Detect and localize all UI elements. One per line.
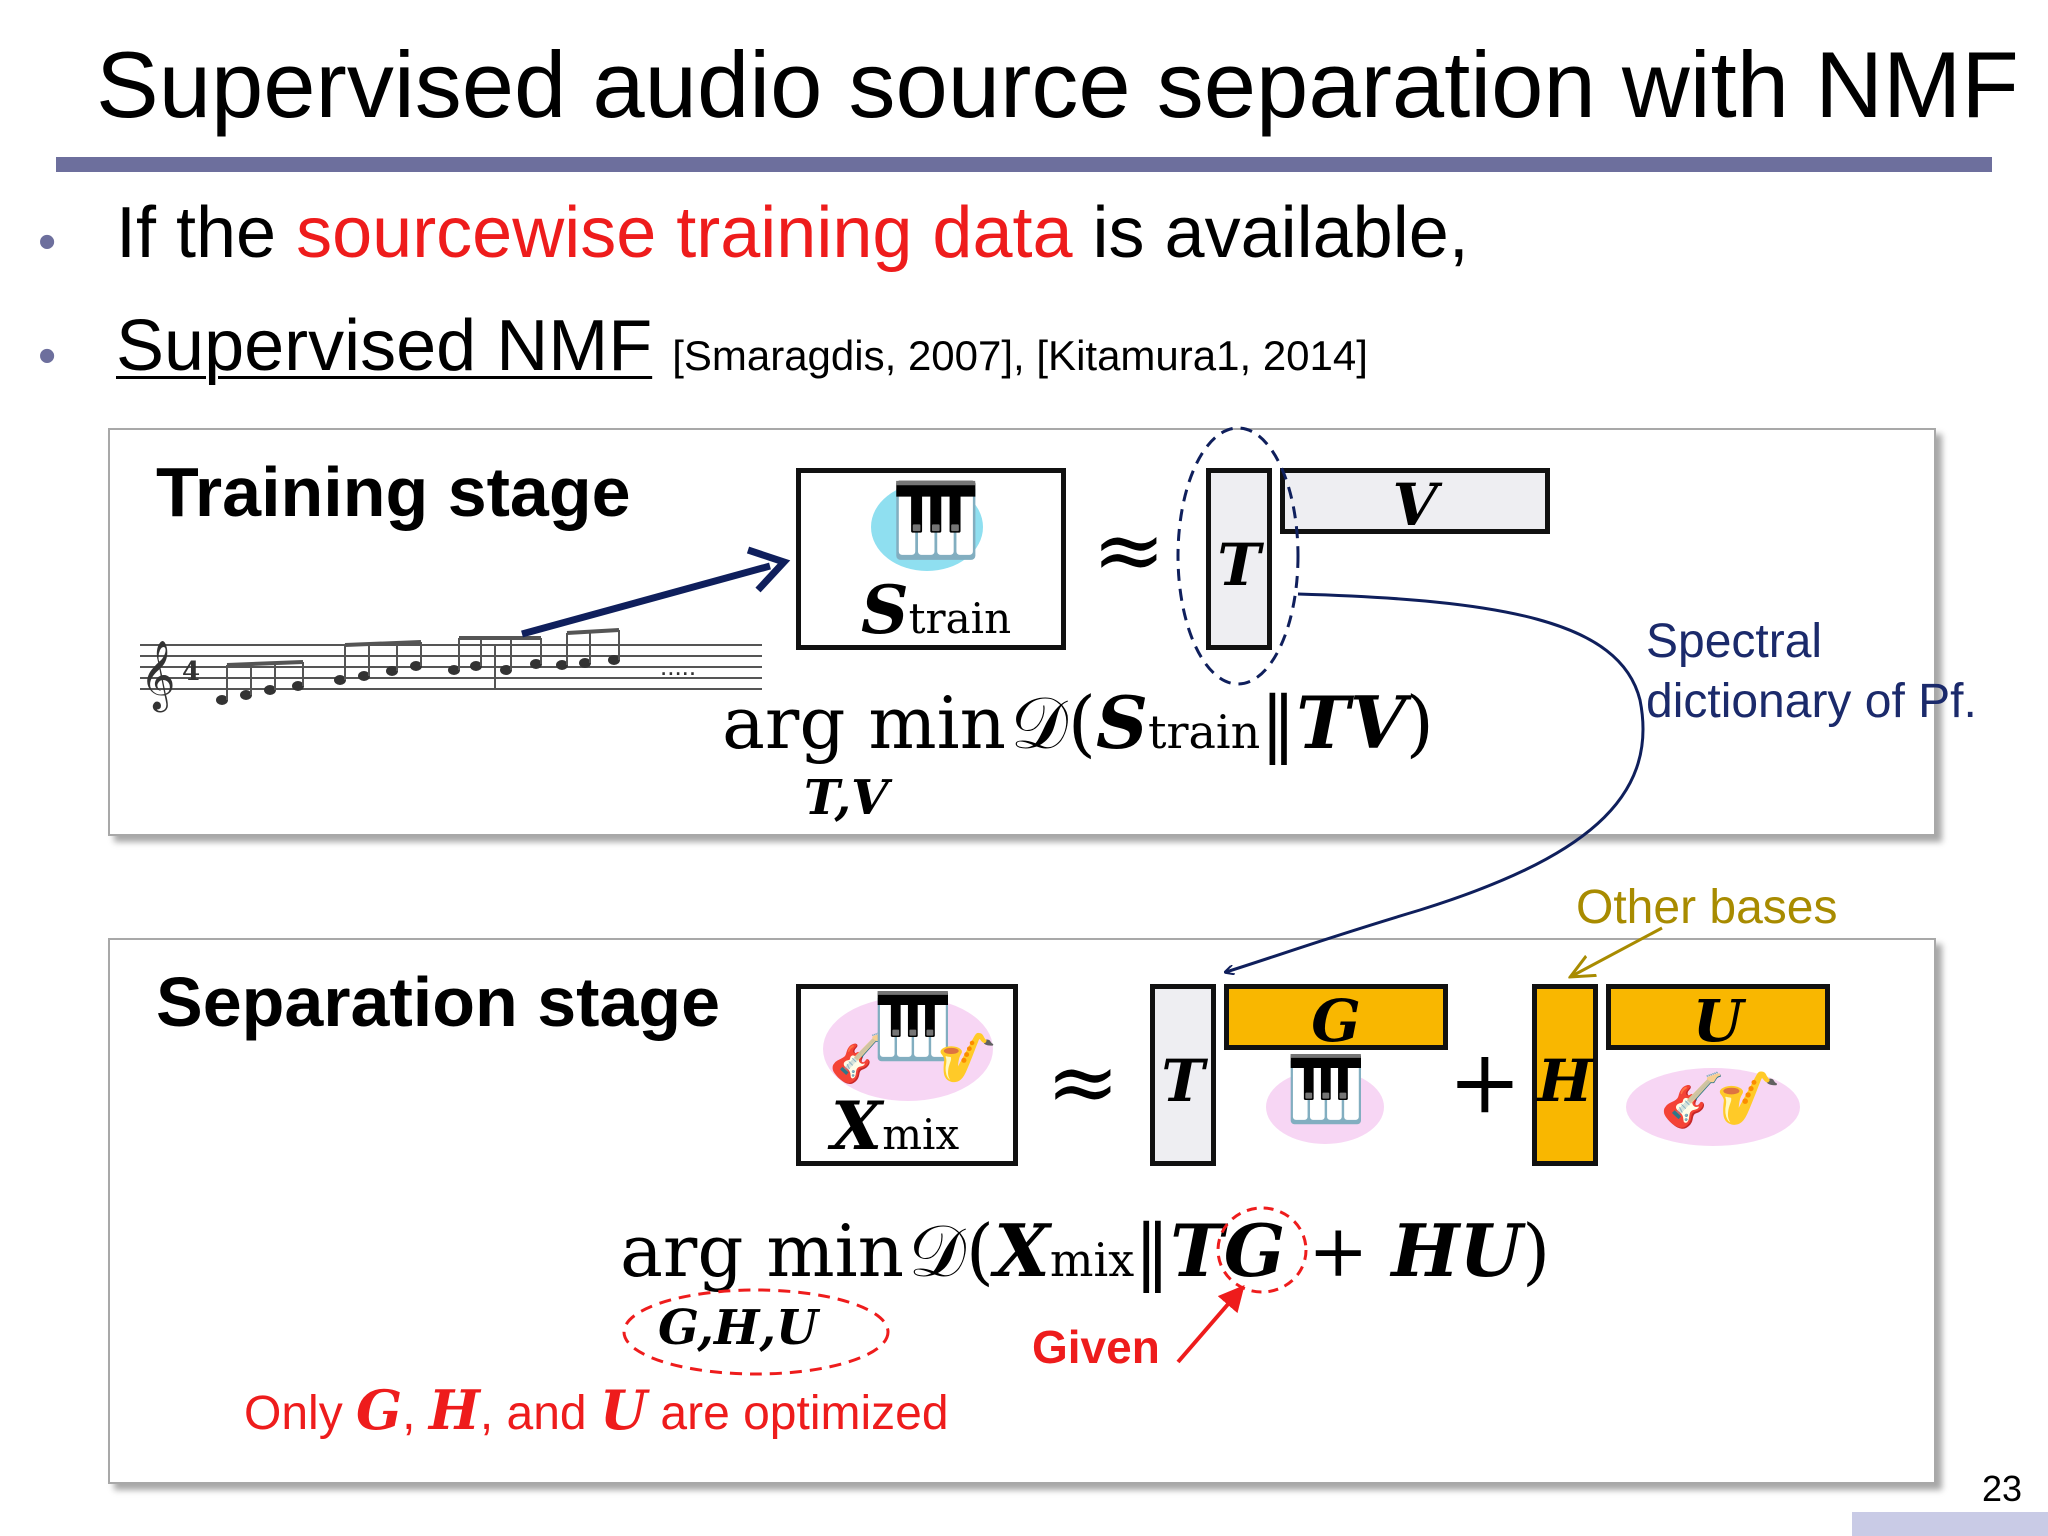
other-bases-label: Other bases <box>1576 881 1838 934</box>
obj-x: X <box>994 1208 1050 1293</box>
separation-stage-label: Separation stage <box>156 963 721 1041</box>
instruments-bg <box>823 997 993 1101</box>
obj-plus: + <box>1285 1209 1392 1293</box>
training-stage-label: Training stage <box>156 453 631 531</box>
x-mix-matrix: 🎸 🎹 🎷 Xmix <box>796 984 1018 1166</box>
bullet-dot: • <box>38 213 57 271</box>
page-number: 23 <box>1981 1468 2022 1509</box>
s-train-matrix: 🎹 Strain <box>796 468 1066 650</box>
t-label-sep: T <box>1161 1047 1205 1115</box>
bullet-1-prefix: If the <box>116 193 297 273</box>
bullet-1-suffix: is available, <box>1072 193 1469 273</box>
training-objective: arg min 𝒟(Strain‖TV) <box>722 680 1434 767</box>
v-label: V <box>1392 471 1438 539</box>
s-subscript: train <box>908 594 1012 643</box>
saxophone-icon: 🎷 <box>1716 1070 1781 1128</box>
bullet-1: If the sourcewise training data is avail… <box>116 191 1469 275</box>
bullet-1-highlight: sourcewise training data <box>296 193 1073 273</box>
g-matrix: G <box>1224 984 1448 1055</box>
argmin-sep: arg min <box>620 1209 904 1293</box>
obj-close: ) <box>1405 681 1434 765</box>
instruments-bg-u <box>1626 1068 1800 1146</box>
u-label: U <box>1692 987 1744 1055</box>
piano-icon: 🎹 <box>1286 1053 1366 1125</box>
plus-symbol: + <box>1448 1030 1522 1133</box>
t-matrix: T <box>1206 468 1272 650</box>
h-matrix: H <box>1532 984 1598 1166</box>
x-mix-label: Xmix <box>831 1087 959 1165</box>
guitar-icon: 🎸 <box>829 1032 889 1085</box>
x-subscript: mix <box>882 1110 960 1159</box>
piano-bg-g <box>1266 1070 1384 1144</box>
separation-objective: arg min 𝒟(Xmix‖TG + HU) <box>620 1208 1550 1295</box>
approx-symbol: ≈ <box>1046 1030 1120 1133</box>
approx-symbol: ≈ <box>1092 498 1166 601</box>
piano-icon: 🎹 <box>891 481 981 561</box>
note-d: are optimized <box>647 1387 949 1440</box>
t-matrix-sep: T <box>1150 984 1216 1166</box>
piano-icon-bg <box>871 483 983 571</box>
obj-s: S <box>1096 680 1148 765</box>
h-label: H <box>1537 1047 1593 1115</box>
training-argmin-under: T,V <box>804 770 889 826</box>
obj-tg: TG <box>1170 1208 1286 1293</box>
dictionary-annotation-1: Spectral <box>1646 615 1823 668</box>
t-label: T <box>1217 531 1261 599</box>
v-matrix: V <box>1280 468 1550 539</box>
optimized-note: Only G, H, and U are optimized <box>244 1378 949 1442</box>
saxophone-icon: 🎷 <box>937 1032 997 1085</box>
obj-hu: HU <box>1391 1208 1523 1293</box>
guitar-icon: 🎸 <box>1660 1072 1725 1130</box>
given-label: Given <box>1032 1321 1160 1373</box>
note-g: G <box>356 1378 403 1442</box>
note-a: Only <box>244 1387 357 1440</box>
dictionary-annotation-2: dictionary of Pf. <box>1646 675 1977 728</box>
obj-s-sub: train <box>1148 705 1261 759</box>
note-b: , <box>402 1387 429 1440</box>
argmin: arg min <box>722 681 1006 765</box>
separation-argmin-under: G,H,U <box>658 1300 818 1356</box>
page-accent-bar <box>1852 1512 2048 1536</box>
bullet-2: Supervised NMF [Smaragdis, 2007], [Kitam… <box>116 304 1368 398</box>
x-symbol: X <box>831 1087 883 1165</box>
note-h: H <box>428 1378 480 1442</box>
bullet-2-main: Supervised NMF <box>116 306 653 386</box>
s-train-label: Strain <box>861 571 1011 649</box>
bullet-dot: • <box>38 327 57 385</box>
u-matrix: U <box>1606 984 1830 1055</box>
divergence-d-sep: 𝒟( <box>908 1209 994 1293</box>
divergence-d: 𝒟( <box>1010 681 1096 765</box>
slide-title: Supervised audio source separation with … <box>96 32 2019 137</box>
note-c: , and <box>479 1387 600 1440</box>
note-u: U <box>599 1378 648 1442</box>
obj-sep-2: ‖ <box>1134 1209 1171 1293</box>
bullet-2-citation: [Smaragdis, 2007], [Kitamura1, 2014] <box>672 332 1368 379</box>
title-divider <box>56 157 1992 172</box>
obj-x-sub: mix <box>1049 1233 1135 1287</box>
piano-icon: 🎹 <box>873 990 953 1062</box>
g-label: G <box>1311 987 1361 1055</box>
s-symbol: S <box>861 571 909 649</box>
obj-sep: ‖ <box>1260 681 1297 765</box>
obj-close-2: ) <box>1522 1209 1551 1293</box>
obj-tv: TV <box>1296 680 1406 765</box>
